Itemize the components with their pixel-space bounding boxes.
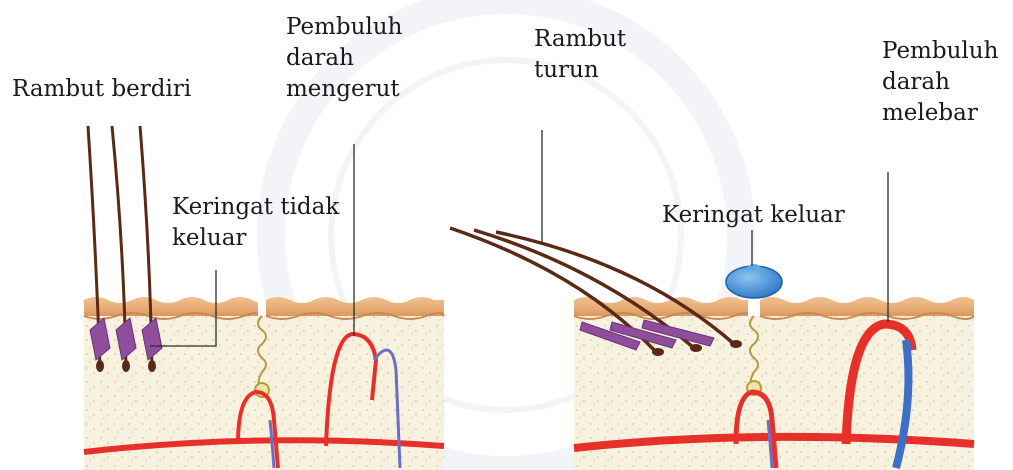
sweat-droplet <box>726 266 782 298</box>
label-sweat-out: Keringat keluar <box>662 200 845 231</box>
label-hair-erect: Rambut berdiri <box>12 74 191 105</box>
label-hair-down: Rambut turun <box>534 24 626 86</box>
label-vessel-constrict: Pembuluh darah mengerut <box>286 12 402 105</box>
label-vessel-dilate: Pembuluh darah melebar <box>882 36 998 129</box>
epidermis-right <box>574 297 748 316</box>
erect-hairs <box>88 126 162 372</box>
epidermis-left <box>84 297 260 316</box>
right-skin-panel <box>450 228 974 470</box>
label-sweat-none: Keringat tidak keluar <box>172 192 339 254</box>
